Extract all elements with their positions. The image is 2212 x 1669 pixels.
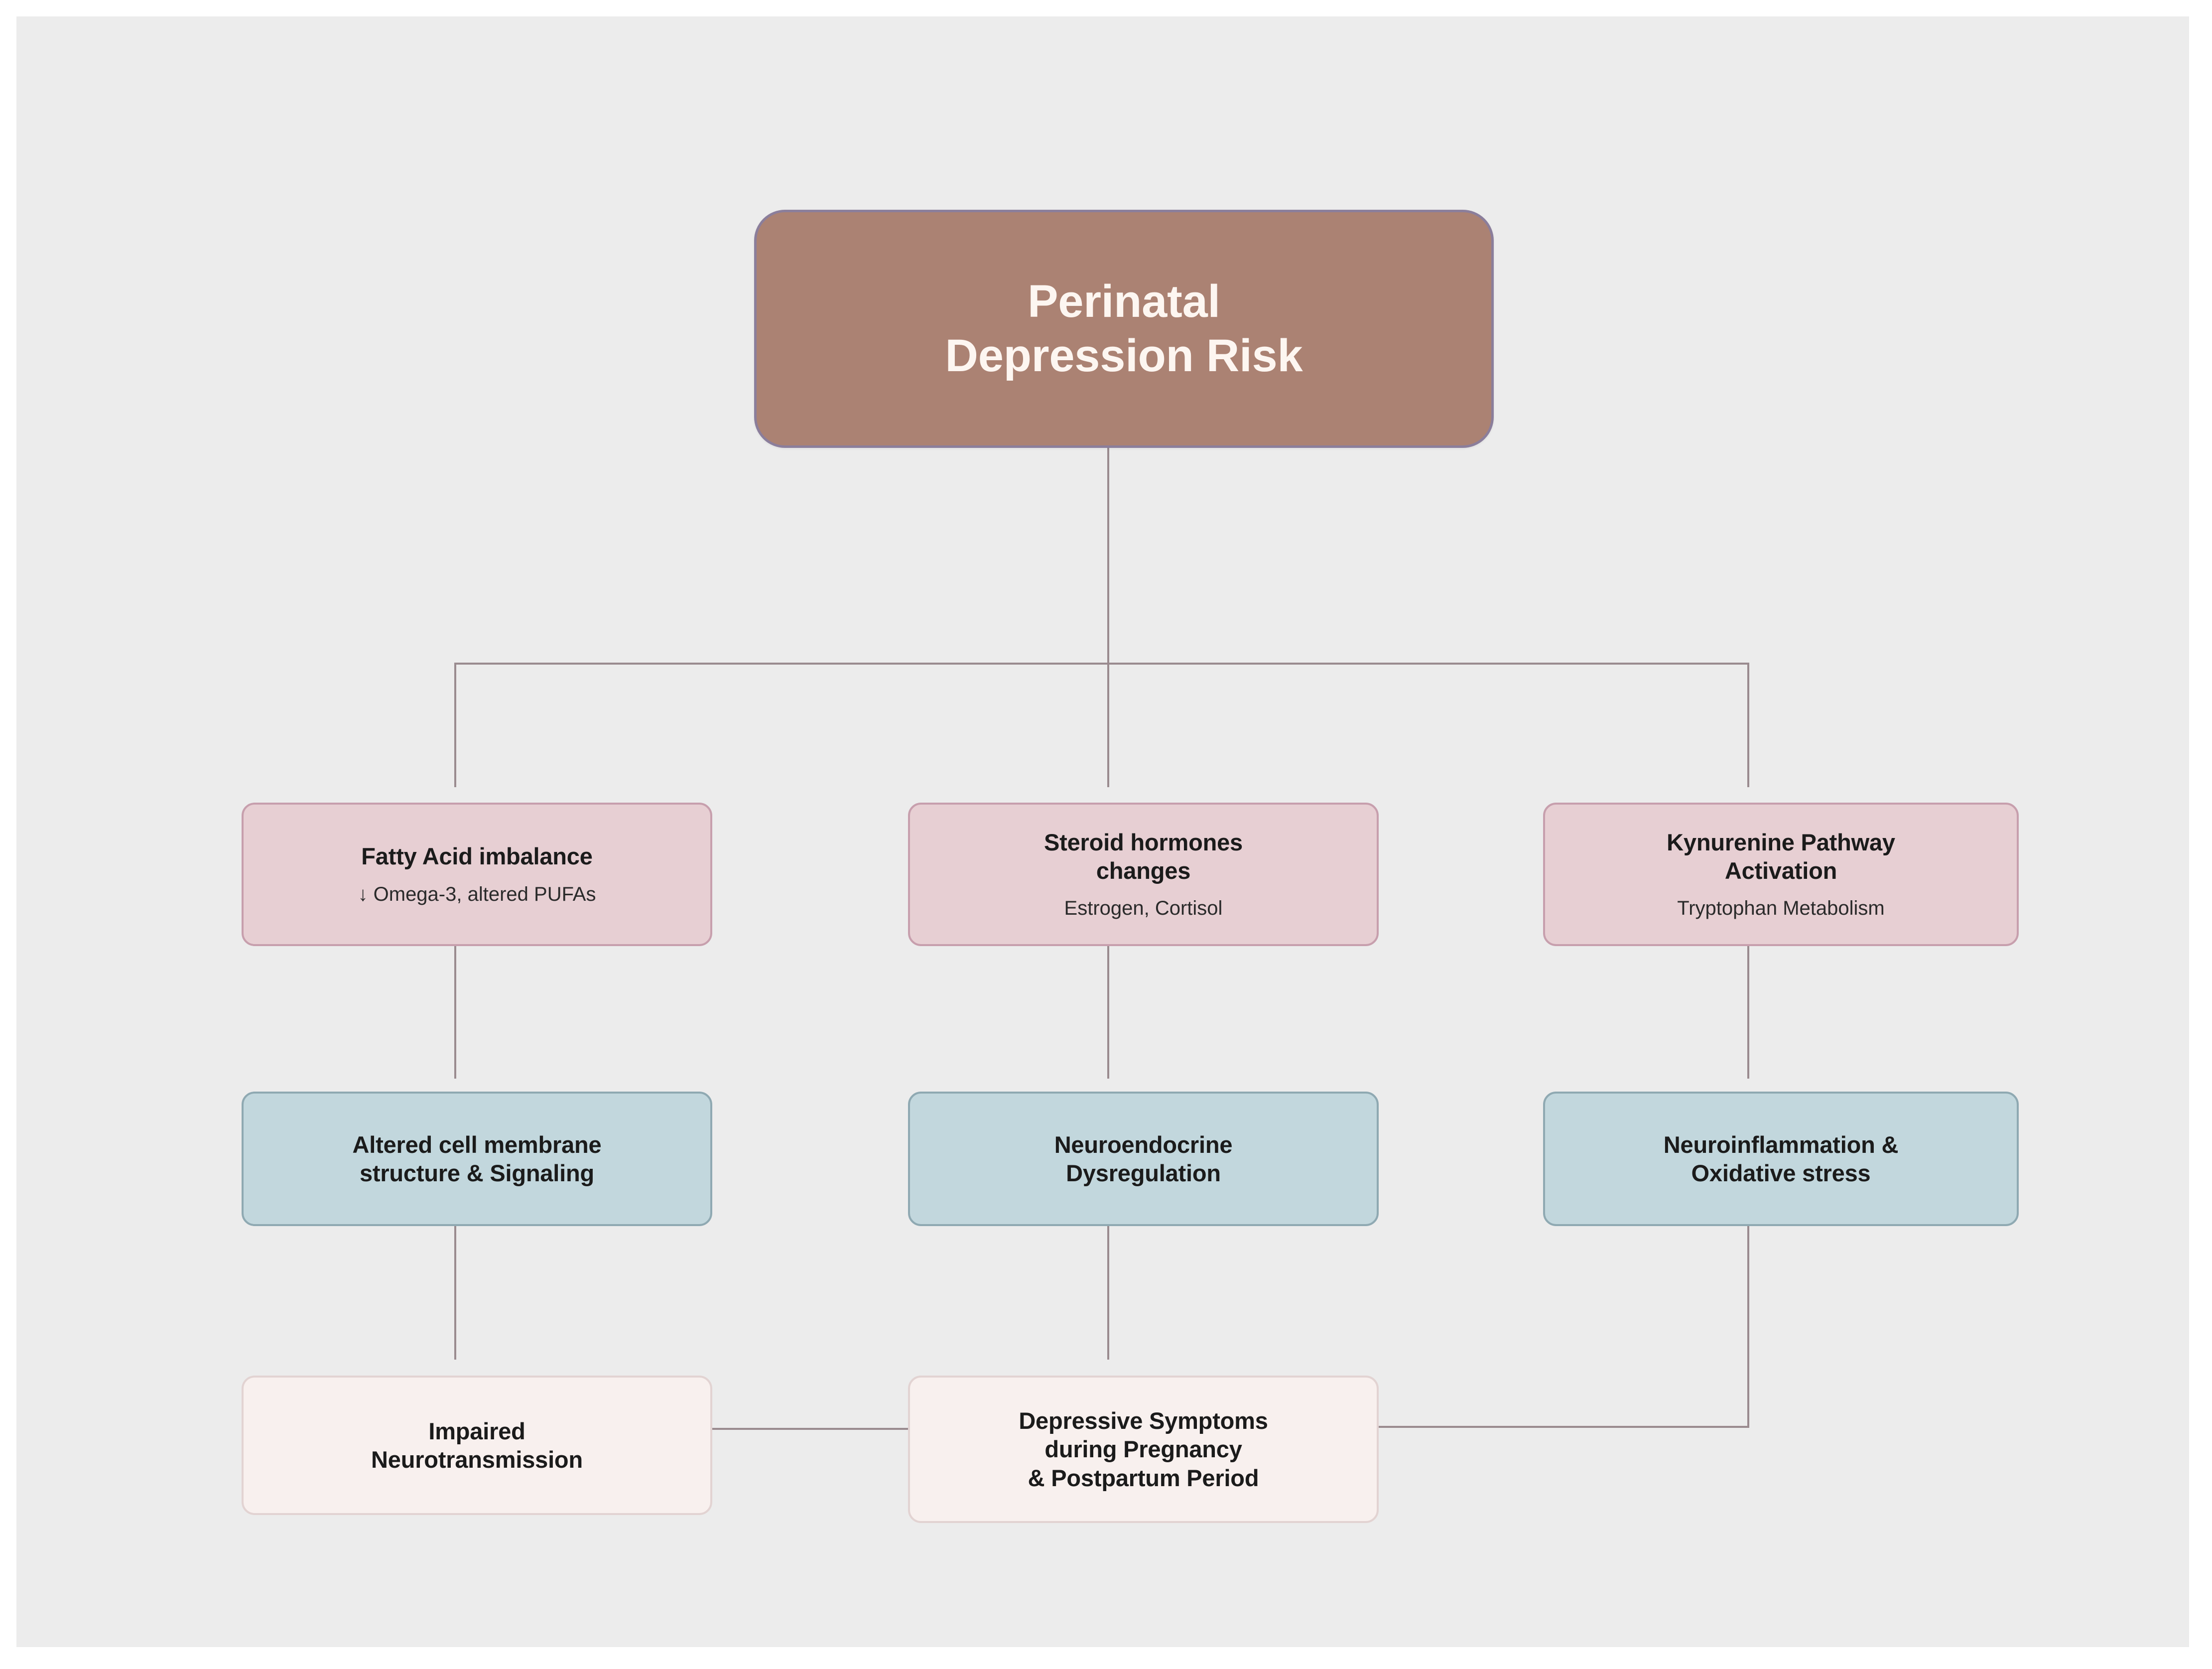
node-depressive-title: Depressive Symptoms during Pregnancy & P… bbox=[1019, 1407, 1268, 1491]
edge-branch-bus bbox=[454, 663, 1749, 665]
flowchart-canvas: Perinatal Depression Risk Fatty Acid imb… bbox=[16, 16, 2189, 1647]
edge-bus-to-kynurenine bbox=[1747, 663, 1749, 787]
node-impaired-neurotransmission[interactable]: Impaired Neurotransmission bbox=[242, 1376, 712, 1515]
edge-kynurenine-to-neuroinflammation bbox=[1747, 929, 1749, 1079]
node-steroid-title: Steroid hormones changes bbox=[1044, 829, 1243, 884]
edge-neuroinflammation-to-depressive bbox=[1379, 1426, 1749, 1428]
node-neuroendocrine-dysregulation[interactable]: Neuroendocrine Dysregulation bbox=[908, 1092, 1379, 1226]
node-depressive-symptoms[interactable]: Depressive Symptoms during Pregnancy & P… bbox=[908, 1376, 1379, 1523]
node-kynurenine-subtitle: Tryptophan Metabolism bbox=[1677, 897, 1885, 920]
edge-bus-to-steroid bbox=[1107, 663, 1109, 787]
node-neuroinflammation-oxidative-stress[interactable]: Neuroinflammation & Oxidative stress bbox=[1543, 1092, 2019, 1226]
node-perinatal-depression-risk[interactable]: Perinatal Depression Risk bbox=[754, 210, 1494, 448]
edge-impaired-to-depressive bbox=[712, 1428, 910, 1430]
node-altered-cell-membrane-title: Altered cell membrane structure & Signal… bbox=[352, 1131, 602, 1186]
edge-membrane-to-impaired bbox=[454, 1209, 456, 1360]
edge-root-to-bus bbox=[1107, 431, 1109, 664]
edge-neuroinflammation-down bbox=[1747, 1209, 1749, 1427]
node-neuroinflammation-title: Neuroinflammation & Oxidative stress bbox=[1663, 1131, 1899, 1186]
node-kynurenine-title: Kynurenine Pathway Activation bbox=[1667, 829, 1895, 884]
edge-steroid-to-neuroendocrine bbox=[1107, 929, 1109, 1079]
node-impaired-title: Impaired Neurotransmission bbox=[371, 1417, 583, 1473]
node-altered-cell-membrane[interactable]: Altered cell membrane structure & Signal… bbox=[242, 1092, 712, 1226]
node-fatty-acid-imbalance[interactable]: Fatty Acid imbalance ↓ Omega-3, altered … bbox=[242, 803, 712, 946]
node-fatty-acid-subtitle: ↓ Omega-3, altered PUFAs bbox=[358, 883, 596, 905]
node-kynurenine-pathway-activation[interactable]: Kynurenine Pathway Activation Tryptophan… bbox=[1543, 803, 2019, 946]
node-neuroendocrine-title: Neuroendocrine Dysregulation bbox=[1054, 1131, 1233, 1186]
edge-bus-to-fatty-acid bbox=[454, 663, 456, 787]
node-steroid-subtitle: Estrogen, Cortisol bbox=[1064, 897, 1223, 920]
node-steroid-hormones-changes[interactable]: Steroid hormones changes Estrogen, Corti… bbox=[908, 803, 1379, 946]
node-fatty-acid-title: Fatty Acid imbalance bbox=[361, 843, 593, 870]
edge-neuroendocrine-to-depressive bbox=[1107, 1209, 1109, 1360]
edge-fatty-acid-to-membrane bbox=[454, 929, 456, 1079]
node-root-title: Perinatal Depression Risk bbox=[945, 276, 1303, 381]
